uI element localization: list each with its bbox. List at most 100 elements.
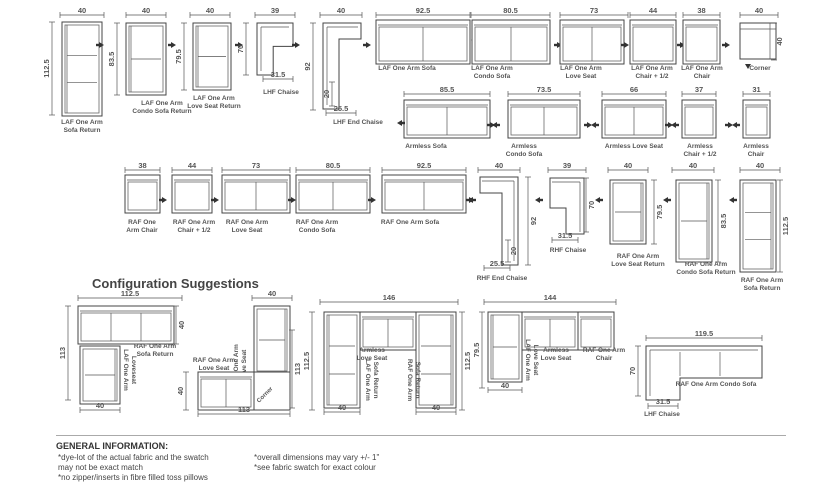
dimension-label: 20: [322, 90, 331, 98]
dimension-label: 113: [238, 405, 250, 414]
dimension-label: 40: [689, 161, 697, 170]
piece-label: Armless: [359, 347, 385, 354]
dimension-label: 40: [501, 381, 509, 390]
dimension-label: 40: [176, 387, 185, 395]
dimension-label: 73: [590, 6, 598, 15]
piece-label: Love Seat Return: [187, 103, 240, 110]
arrow-right-icon: [587, 122, 592, 128]
arrow-left-icon: [596, 123, 599, 127]
piece-label: RHF Chaise: [550, 247, 587, 254]
dimension-label: 112.5: [302, 352, 311, 370]
arrow-left-icon: [729, 197, 734, 203]
end-chaise-outline: [322, 22, 362, 110]
dimension-label: 80.5: [503, 6, 518, 15]
dimension-label: 112.5: [463, 352, 472, 370]
arrow-right-icon: [238, 42, 243, 48]
dimension-label: 119.5: [695, 329, 713, 338]
piece-inner: [685, 26, 718, 62]
piece-inner: [80, 312, 172, 342]
piece-inner: [632, 26, 674, 62]
dimension-label: 83.5: [719, 214, 728, 229]
piece-label: RAF One Arm: [296, 219, 339, 226]
arrow-right-icon: [168, 43, 171, 47]
piece-outline: [681, 99, 717, 139]
dimension-label: 113: [293, 363, 302, 375]
arrow-left-icon: [497, 123, 500, 127]
piece-label: LHF Chaise: [263, 89, 299, 96]
dimension-label: 40: [495, 161, 503, 170]
piece-outline: [323, 311, 361, 409]
config-label: RAF One Arm Condo Sofa: [676, 381, 757, 388]
piece-label: Armless Love Seat: [605, 143, 664, 150]
piece-outline: [742, 99, 771, 139]
piece-label: RAF One Arm: [134, 343, 177, 350]
piece-label: RAF One Arm: [583, 347, 626, 354]
piece-label: RAF One Arm: [685, 261, 728, 268]
arrow-left-icon: [732, 122, 737, 128]
config-label: LHF Chaise: [644, 411, 680, 418]
dimension-label: 40: [96, 401, 104, 410]
piece-label: Condo Sofa: [474, 73, 511, 80]
dimension-label: 40: [268, 289, 276, 298]
piece-inner: [580, 318, 612, 348]
arrow-right-icon: [668, 122, 673, 128]
piece-inner: [256, 308, 288, 372]
piece-label: LAF One Arm: [631, 65, 673, 72]
note-line: *overall dimensions may vary +/- 1": [254, 453, 380, 462]
dimension-label: 31.5: [656, 397, 671, 406]
arrow-left-icon: [473, 198, 476, 202]
dimension-label: 92.5: [417, 161, 432, 170]
dimension-label: 70: [236, 45, 245, 53]
config-title: Configuration Suggestions: [92, 276, 259, 291]
piece-label: Chair: [694, 73, 711, 80]
config-label: Sofa Return: [414, 362, 421, 399]
dimension-label: 31: [752, 85, 760, 94]
arrow-left-icon: [535, 197, 540, 203]
piece-label: RAF One Arm: [226, 219, 269, 226]
arrow-down-icon: [745, 64, 751, 69]
arrow-right-icon: [368, 198, 371, 202]
dimension-label: 40: [78, 6, 86, 15]
dimension-label: 146: [383, 293, 396, 302]
piece-label: Sofa Return: [744, 285, 781, 292]
arrow-right-icon: [621, 43, 624, 47]
piece-inner: [174, 181, 210, 211]
piece-label: LAF One Arm: [193, 95, 235, 102]
dimension-label: 38: [697, 6, 705, 15]
config-label: Love Seat: [241, 349, 248, 381]
piece-label: Armless: [687, 143, 713, 150]
piece-label: Condo Sofa: [506, 151, 543, 158]
arrow-right-icon: [292, 43, 295, 47]
dimension-label: 40: [206, 6, 214, 15]
piece-inner: [612, 182, 644, 242]
dimension-label: 144: [544, 293, 557, 302]
dimension-label: 79.5: [655, 205, 664, 220]
piece-inner: [127, 181, 158, 211]
end-chaise-outline: [479, 176, 519, 266]
piece-inner: [195, 25, 229, 88]
dimension-label: 112.5: [781, 217, 790, 235]
dimension-label: 44: [649, 6, 658, 15]
piece-label: Condo Sofa Return: [132, 108, 191, 115]
arrow-left-icon: [676, 123, 679, 127]
arrow-right-icon: [490, 122, 495, 128]
arrow-right-icon: [99, 42, 104, 48]
dimension-label: 37: [695, 85, 703, 94]
dimension-label: 31.5: [558, 231, 573, 240]
arrow-right-icon: [96, 43, 99, 47]
arrow-right-icon: [665, 123, 668, 127]
divider: [56, 435, 786, 436]
arrow-right-icon: [162, 197, 167, 203]
piece-label: RAF One Arm: [741, 277, 784, 284]
arrow-right-icon: [677, 43, 680, 47]
piece-label: Condo Sofa Return: [676, 269, 735, 276]
dimension-label: 80.5: [326, 161, 341, 170]
arrow-right-icon: [728, 122, 733, 128]
dimension-label: 44: [188, 161, 197, 170]
piece-inner: [64, 24, 100, 114]
note-line: may not be exact match: [58, 463, 143, 472]
piece-label: Chair: [748, 151, 765, 158]
piece-inner: [128, 25, 164, 93]
arrow-right-icon: [554, 43, 557, 47]
arrow-left-icon: [595, 197, 600, 203]
